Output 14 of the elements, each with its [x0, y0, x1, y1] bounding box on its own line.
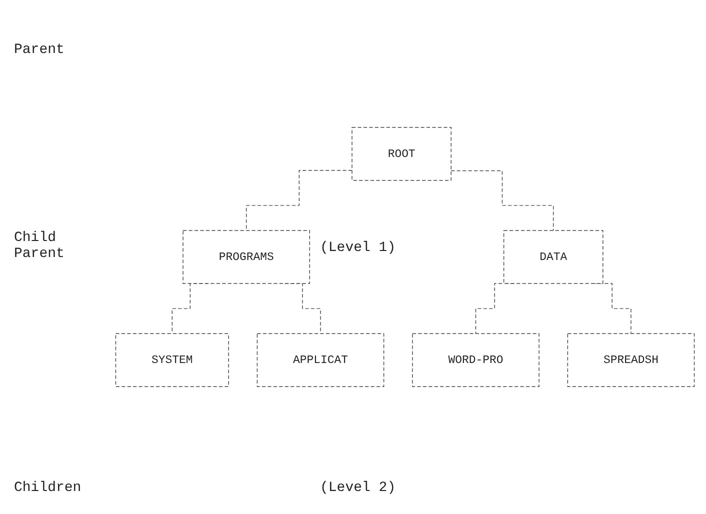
level-label: Child Parent — [14, 230, 66, 262]
connector — [450, 170, 554, 231]
connector — [246, 170, 352, 231]
node-box: ROOT — [352, 127, 452, 181]
level-label: (Level 2) — [320, 480, 396, 496]
node-box: SYSTEM — [115, 333, 229, 387]
level-label: Parent — [14, 42, 64, 58]
node-box: SPREADSH — [567, 333, 695, 387]
level-label: Children — [14, 480, 82, 496]
node-box: DATA — [503, 230, 604, 284]
level-label: (Level 1) — [320, 240, 396, 256]
node-box: WORD-PRO — [412, 333, 540, 387]
node-box: PROGRAMS — [182, 230, 310, 284]
node-box: APPLICAT — [256, 333, 384, 387]
